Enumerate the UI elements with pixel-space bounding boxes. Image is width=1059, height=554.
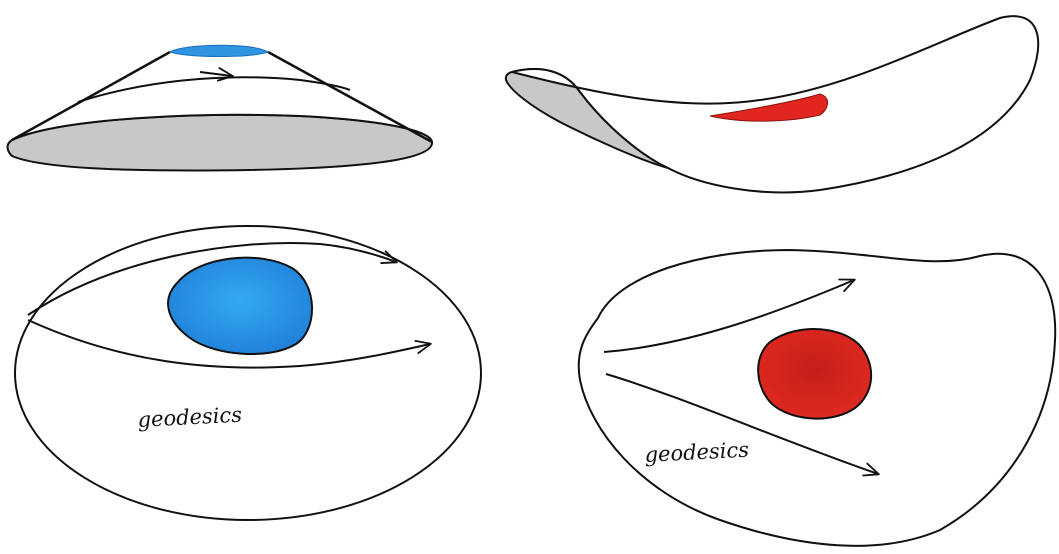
right-blob-panel: geodesics [579,250,1056,546]
right-red-disk [758,329,871,419]
left-disk-panel: geodesics [15,226,481,520]
saddle-panel [506,16,1038,192]
cone-blue-patch [170,45,268,56]
cone-panel [8,45,433,170]
